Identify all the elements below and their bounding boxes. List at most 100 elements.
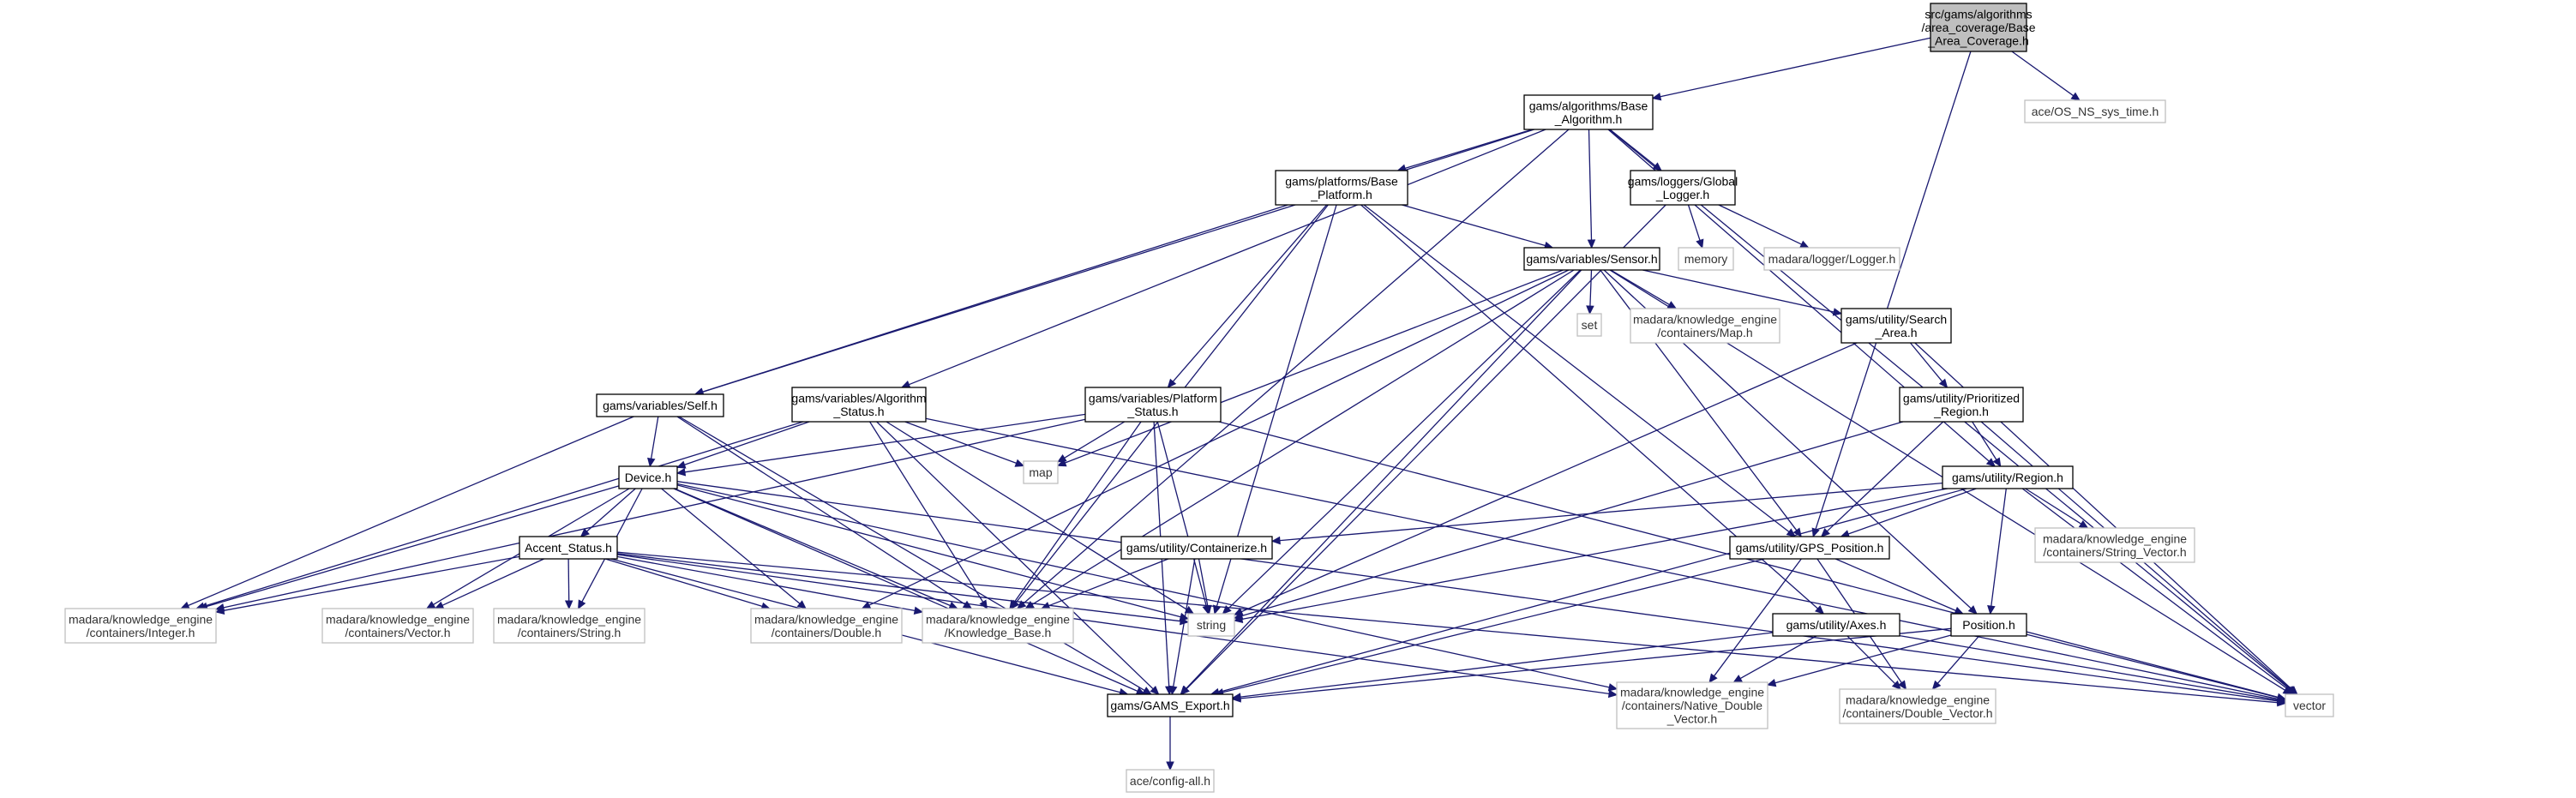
edge-arrowhead xyxy=(1135,687,1146,695)
dependency-edge-sensor-to-search xyxy=(1642,269,1843,316)
edge-arrowhead xyxy=(2078,519,2089,529)
node-sensor[interactable]: gams/variables/Sensor.h xyxy=(1523,247,1660,271)
node-axes[interactable]: gams/utility/Axes.h xyxy=(1772,613,1900,637)
node-box xyxy=(1763,247,1900,271)
edge-arrowhead xyxy=(900,380,911,388)
dependency-edge-platstat-to-string xyxy=(1156,421,1210,615)
node-label-line: /containers/Native_Double xyxy=(1622,699,1762,712)
edge-line xyxy=(925,417,2279,700)
node-os_ns: ace/OS_NS_sys_time.h xyxy=(2024,99,2166,123)
edge-line xyxy=(1846,635,1896,685)
node-label-line: gams/utility/Region.h xyxy=(1952,471,2063,484)
edge-line xyxy=(616,555,916,612)
edge-arrowhead xyxy=(1150,686,1160,695)
node-label-line: _Region.h xyxy=(1933,405,1989,418)
edge-line xyxy=(223,555,520,611)
edge-line xyxy=(684,421,810,465)
node-box xyxy=(1630,308,1780,344)
node-export[interactable]: gams/GAMS_Export.h xyxy=(1107,693,1234,717)
node-label-line: gams/variables/Sensor.h xyxy=(1526,252,1657,266)
edge-line xyxy=(1713,558,1802,677)
dependency-edge-accent-to-kdbl xyxy=(604,558,771,610)
edge-arrowhead xyxy=(647,457,656,468)
node-box xyxy=(1187,613,1235,637)
edge-line xyxy=(616,554,1610,695)
node-box xyxy=(1576,313,1602,337)
node-self[interactable]: gams/variables/Self.h xyxy=(596,393,724,417)
edge-line xyxy=(1023,129,1570,604)
dependency-edge-algstat-to-export xyxy=(876,421,1160,695)
node-strvec: madara/knowledge_engine/containers/Strin… xyxy=(2034,527,2195,563)
edge-line xyxy=(1240,342,1858,613)
edge-arrowhead xyxy=(1987,605,1996,615)
edge-line xyxy=(909,129,1546,386)
node-accent[interactable]: Accent_Status.h xyxy=(519,536,618,560)
dependency-edge-region-to-strvec xyxy=(2025,488,2089,529)
edge-arrowhead xyxy=(1169,685,1178,696)
node-search[interactable]: gams/utility/Search_Area.h xyxy=(1840,308,1952,344)
node-glogger[interactable]: gams/loggers/Global_Logger.h xyxy=(1628,170,1738,206)
node-base_plat[interactable]: gams/platforms/Base_Platform.h xyxy=(1275,170,1408,206)
node-label-line: string xyxy=(1197,618,1226,632)
node-box xyxy=(1616,681,1768,729)
node-box xyxy=(1523,247,1660,271)
edge-arrowhead xyxy=(676,460,687,469)
node-position[interactable]: Position.h xyxy=(1950,613,2027,637)
dependency-edge-algstat-to-map xyxy=(904,421,1025,467)
edge-line xyxy=(1899,634,2279,701)
edge-arrowhead xyxy=(1587,239,1596,249)
node-kstr: madara/knowledge_engine/containers/Strin… xyxy=(493,608,646,644)
dependency-edge-glogger-to-export xyxy=(1180,204,1666,695)
node-box xyxy=(1107,693,1234,717)
node-box xyxy=(1950,613,2027,637)
edge-line xyxy=(223,418,1086,609)
edge-line xyxy=(1218,488,1967,693)
edge-line xyxy=(1198,558,1209,607)
edge-arrowhead xyxy=(1666,301,1678,309)
node-prior[interactable]: gams/utility/Prioritized_Region.h xyxy=(1899,387,2024,423)
dependency-edge-platstat-to-kbase xyxy=(1009,421,1142,610)
dependency-edge-position-to-vector xyxy=(2026,633,2287,702)
node-region[interactable]: gams/utility/Region.h xyxy=(1942,465,2074,489)
node-contain[interactable]: gams/utility/Containerize.h xyxy=(1120,536,1273,560)
edge-arrowhead xyxy=(1222,605,1232,615)
node-label-line: madara/knowledge_engine xyxy=(326,612,470,626)
edge-line xyxy=(1402,204,1546,247)
node-box xyxy=(922,608,1074,644)
node-root[interactable]: src/gams/algorithms/area_coverage/Base_A… xyxy=(1921,3,2036,52)
node-aceconf: ace/config-all.h xyxy=(1126,769,1215,793)
dependency-edge-device-to-accent xyxy=(579,488,636,537)
node-string: string xyxy=(1187,613,1235,637)
node-label-line: Position.h xyxy=(1962,618,2015,632)
edge-line xyxy=(1991,488,2007,607)
node-label-line: vector xyxy=(2293,699,2326,712)
dependency-edge-base_plat-to-platstat xyxy=(1167,204,1328,388)
node-device[interactable]: Device.h xyxy=(618,465,678,489)
edge-line xyxy=(567,558,570,602)
node-label-line: /area_coverage/Base xyxy=(1921,21,2035,34)
edge-line xyxy=(1173,558,1196,687)
node-box xyxy=(1839,688,1997,724)
dependency-edge-search-to-string xyxy=(1233,342,1858,615)
dependency-edge-device-to-export xyxy=(673,488,1146,695)
node-label-line: madara/knowledge_engine xyxy=(754,612,898,626)
dependency-edge-region-to-position xyxy=(1987,488,2007,615)
dependency-edge-sensor-to-kmap xyxy=(1610,269,1678,309)
edge-line xyxy=(673,488,1138,692)
node-box xyxy=(750,608,903,644)
edge-line xyxy=(1589,269,1593,307)
edge-line xyxy=(869,421,984,603)
dependency-edge-accent-to-ndvec xyxy=(616,554,1618,699)
dependency-edge-base_plat-to-sensor xyxy=(1402,204,1554,250)
node-platstat[interactable]: gams/variables/Platform_Status.h xyxy=(1084,387,1222,423)
edge-arrowhead xyxy=(1938,378,1949,388)
node-gps[interactable]: gams/utility/GPS_Position.h xyxy=(1729,536,1890,560)
edge-line xyxy=(2026,633,2279,699)
dependency-edge-algstat-to-string xyxy=(886,421,1195,615)
node-box xyxy=(1275,170,1408,206)
node-algstat[interactable]: gams/variables/Algorithm_Status.h xyxy=(791,387,927,423)
node-base_algo[interactable]: gams/algorithms/Base_Algorithm.h xyxy=(1523,94,1654,130)
node-label-line: memory xyxy=(1684,252,1728,266)
node-box xyxy=(519,536,618,560)
